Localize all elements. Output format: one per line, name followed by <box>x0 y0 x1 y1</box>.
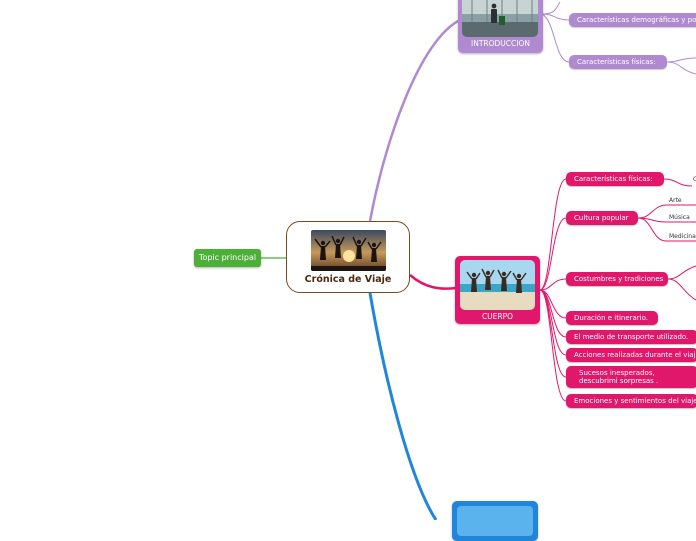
cuerpo-item-fisicas[interactable]: Características físicas: <box>566 172 664 186</box>
cuerpo-item-acciones[interactable]: Acciones realizadas durante el viaj <box>566 348 696 362</box>
cultura-item-arte[interactable]: Arte <box>669 197 682 204</box>
intro-item-fisicas[interactable]: Características físicas: <box>569 55 667 69</box>
cuerpo-item-duracion[interactable]: Duración e itinerario. <box>566 311 658 325</box>
beach-jump-photo <box>460 260 535 310</box>
cuerpo-item-costumbres[interactable]: Costumbres y tradiciones <box>566 272 668 286</box>
cuerpo-node[interactable]: CUERPO <box>455 256 540 324</box>
central-topic-title: Crónica de Viaje <box>304 274 392 285</box>
central-topic-node[interactable]: Crónica de Viaje <box>286 221 410 293</box>
third-branch-image <box>457 506 533 536</box>
connector-lines <box>261 1 696 520</box>
fisicas-subitem[interactable]: C <box>693 176 696 183</box>
intro-item-demograficas[interactable]: Características demográficas y po <box>569 13 696 27</box>
cultura-item-medicina[interactable]: Medicina <box>669 233 696 240</box>
cuerpo-item-transporte[interactable]: El medio de transporte utilizado. <box>566 330 696 344</box>
cuerpo-item-sucesos[interactable]: Sucesos inesperados, descubrimi sorpresa… <box>566 366 696 388</box>
cuerpo-item-cultura[interactable]: Cultura popular <box>566 211 638 225</box>
third-branch-node[interactable] <box>452 501 538 541</box>
introduccion-node[interactable]: INTRODUCCION <box>458 0 543 53</box>
cultura-item-musica[interactable]: Música <box>669 214 690 221</box>
cuerpo-label: CUERPO <box>481 312 514 321</box>
topic-principal-node[interactable]: Topic principal <box>194 249 261 267</box>
airport-photo <box>462 0 538 37</box>
introduccion-label: INTRODUCCION <box>471 39 530 48</box>
travel-photo <box>311 230 386 271</box>
cuerpo-item-emociones[interactable]: Emociones y sentimientos del viaje <box>566 394 696 408</box>
